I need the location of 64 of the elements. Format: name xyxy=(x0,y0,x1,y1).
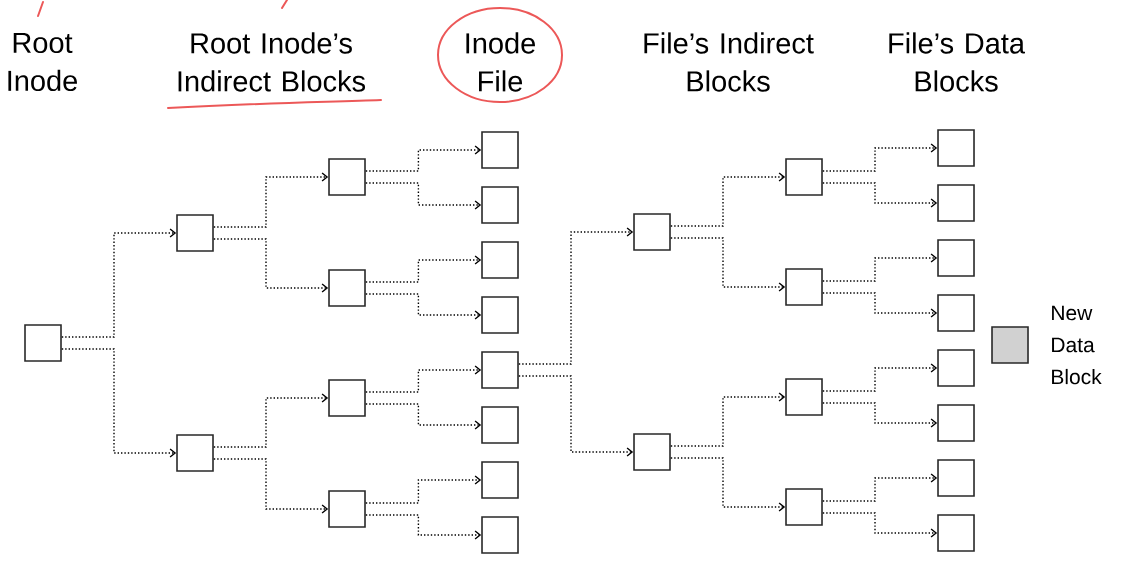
block-box xyxy=(481,461,519,499)
block-box xyxy=(481,351,519,389)
arrow xyxy=(365,293,482,320)
arrow xyxy=(822,363,938,392)
block-box xyxy=(481,516,519,554)
block-box xyxy=(633,433,671,471)
block-box xyxy=(633,213,671,251)
arrow xyxy=(365,475,482,504)
block-box xyxy=(481,241,519,279)
block-caption: New Data Block xyxy=(1052,305,1102,385)
arrow xyxy=(822,473,938,502)
block-box xyxy=(481,296,519,334)
arrow xyxy=(670,172,786,227)
column-heading: Root Inode’s Indirect Blocks xyxy=(178,32,365,92)
block-box xyxy=(24,324,62,362)
arrow xyxy=(365,145,482,172)
block-box xyxy=(937,184,975,222)
block-box xyxy=(328,269,366,307)
block-box xyxy=(328,379,366,417)
arrow xyxy=(518,227,634,365)
block-box xyxy=(785,488,823,526)
arrow xyxy=(670,392,786,447)
arrow xyxy=(365,365,482,393)
block-box xyxy=(937,459,975,497)
block-box xyxy=(937,349,975,387)
arrow xyxy=(365,182,482,210)
arrow xyxy=(822,512,938,538)
arrow xyxy=(822,253,938,282)
column-heading: File’s Data Blocks xyxy=(889,32,1025,92)
block-box xyxy=(785,378,823,416)
block-box xyxy=(785,158,823,196)
column-heading: Root Inode xyxy=(8,32,77,92)
arrow xyxy=(365,403,482,430)
block-box xyxy=(328,490,366,528)
arrow xyxy=(670,237,786,292)
arrow xyxy=(365,514,482,540)
block-box xyxy=(481,406,519,444)
block-box xyxy=(937,129,975,167)
block-box xyxy=(785,268,823,306)
block-box xyxy=(937,514,975,552)
block-box xyxy=(176,214,214,252)
arrow xyxy=(213,172,329,228)
arrow xyxy=(518,375,634,457)
column-heading: File’s Indirect Blocks xyxy=(644,32,814,92)
block-box xyxy=(481,131,519,169)
arrow xyxy=(822,143,938,172)
block-box xyxy=(937,294,975,332)
block-box xyxy=(328,158,366,196)
arrow xyxy=(213,238,329,293)
block-box xyxy=(937,239,975,277)
block-box xyxy=(937,404,975,442)
arrow xyxy=(61,348,177,458)
arrow xyxy=(213,393,329,448)
arrow xyxy=(822,292,938,318)
arrow xyxy=(822,182,938,208)
arrow xyxy=(670,457,786,512)
block-box xyxy=(991,326,1029,364)
block-box xyxy=(176,434,214,472)
arrow xyxy=(61,228,177,338)
arrow xyxy=(365,255,482,283)
arrow xyxy=(213,458,329,514)
arrow xyxy=(822,402,938,428)
column-heading: Inode File xyxy=(466,32,535,92)
block-box xyxy=(481,186,519,224)
